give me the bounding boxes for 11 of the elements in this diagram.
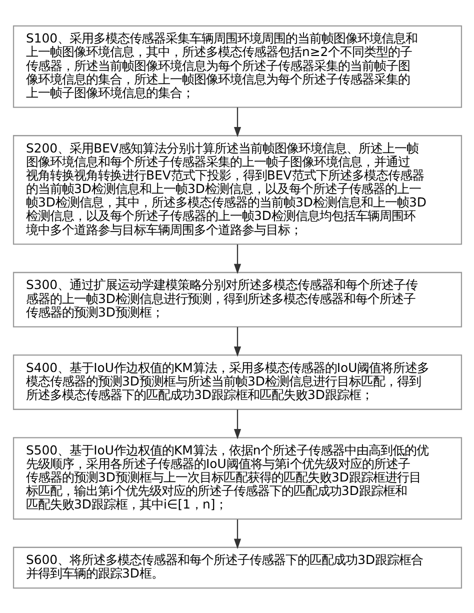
node-box: S200、采用BEV感知算法分别计算所述当前帧图像环境信息、所述上一帧图像环境信息和每个所述子传感器采集的上一帧子图像环境信息，并通过视角转换视角转换进行BEV范式下投影，得到BEV范式下所述多模态传感器的当前帧3D检测信息和上一帧3D检测信息，以及每个所述子传感器的上一帧3D检测信息，其中，所述多模态传感器的当前帧3D检测信息和上一帧3D检测信息，以及每个所述子传感器的上一帧3D检测信息均包括车辆周围环境中多个道路参与目标车辆周围多个道路参与目标；	[12, 134, 462, 244]
arrow	[233, 409, 241, 439]
arrow	[233, 326, 241, 356]
node-box: S500、基于IoU作边权值的KM算法，依据n个所述子传感器中由高到低的优先级顺序，采用各所述子传感器的IoU阈值将与第i个优先级对应的所述子传感器的预测3D预测框与上一次目标匹配获得的匹配失败3D跟踪框进行目标匹配，输出第i个优先级对应的所述子传感器下的匹配成功3D跟踪框和匹配失败3D跟踪框，其中i∈[1，n]；	[12, 436, 462, 520]
arrow	[233, 518, 241, 548]
node-box: S100、采用多模态传感器采集车辆周围环境周围的当前帧图像环境信息和上一帧图像环境信息，其中，所述多模态传感器包括n≥2个不同类型的子传感器，所述当前帧图像环境信息为每个所述子传感器采集的当前帧子图像环境信息的集合，所述上一帧图像环境信息为每个所述子传感器采集的上一帧子图像环境信息的集合；	[12, 24, 462, 108]
node-box: S300、通过扩展运动学建模策略分别对所述多模态传感器和每个所述子传感器的上一帧3D检测信息进行预测，得到所述多模态传感器和每个所述子传感器的预测3D预测框；	[12, 271, 462, 327]
arrow	[233, 244, 241, 274]
arrow	[233, 106, 241, 137]
node-box: S600、将所述多模态传感器和每个所述子传感器下的匹配成功3D跟踪框合并得到车辆的跟踪3D框。	[12, 546, 462, 588]
node-box: S400、基于IoU作边权值的KM算法，采用多模态传感器的IoU阈值将所述多模态传感器的预测3D预测框与所述当前帧3D检测信息进行目标匹配，得到所述多模态传感器下的匹配成功3D跟踪框和匹配失败3D跟踪框；	[12, 354, 462, 410]
